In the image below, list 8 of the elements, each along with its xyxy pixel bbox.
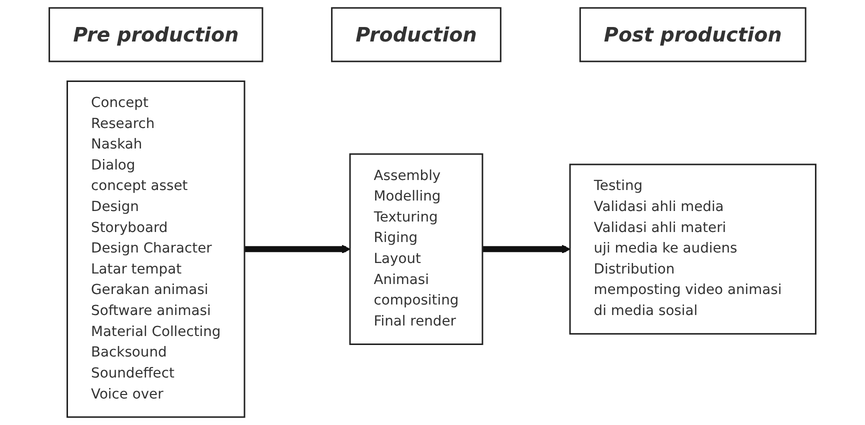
node-box: Assembly Modelling Texturing Riging Layout Animasi compositing Final render xyxy=(349,153,484,345)
arrow xyxy=(244,244,350,254)
arrow xyxy=(482,244,570,254)
node-box: Production xyxy=(331,7,502,62)
node-box: Pre production xyxy=(48,7,264,62)
node-box: Concept Research Naskah Dialog concept asset Design Storyboard Design Character Latar tempat Gerakan animasi Software animasi Material Collecting Backsound Soundeffect Voice over xyxy=(66,80,246,418)
node-box: Testing Validasi ahli media Validasi ahli materi uji media ke audiens Distribution memposting video animasi di media sosial xyxy=(569,164,816,335)
node-box: Post production xyxy=(579,7,806,62)
